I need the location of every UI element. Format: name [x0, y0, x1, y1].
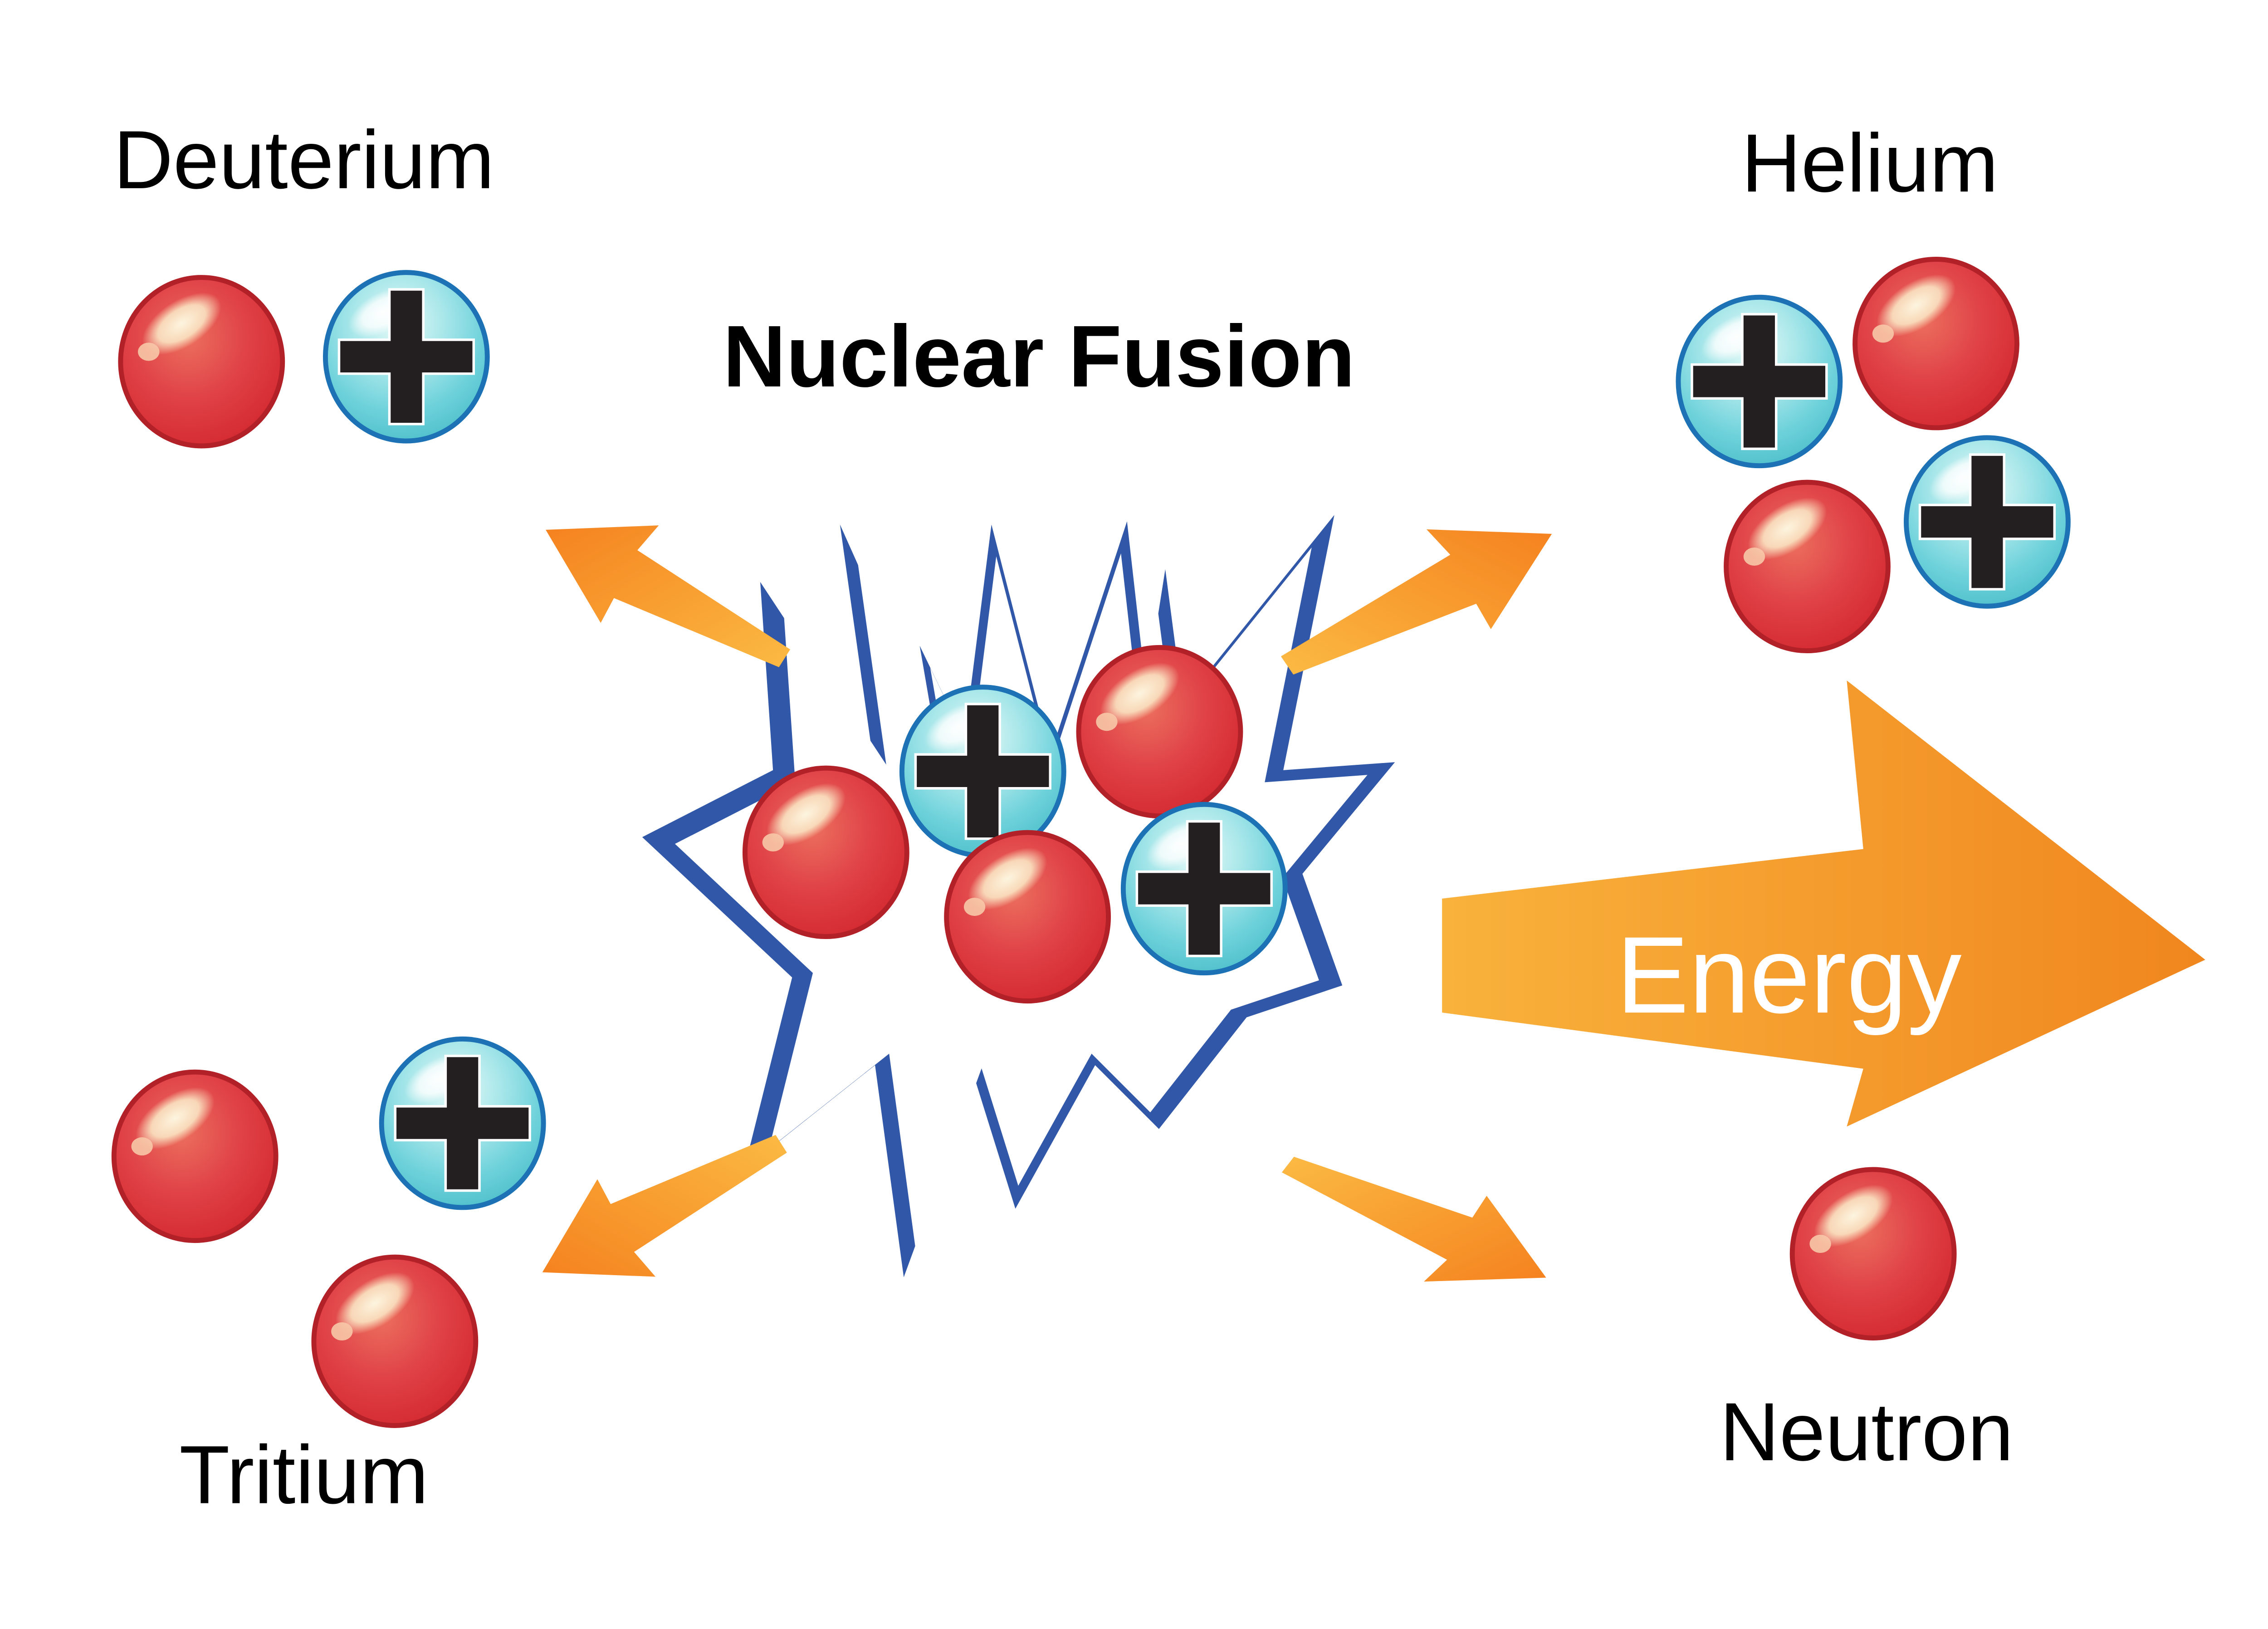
nuclear-fusion-diagram: Energy Deuterium Nuclear Fusion Helium T… [0, 73, 2268, 1556]
proton-sphere [1901, 433, 2073, 611]
energy-arrow [1442, 680, 2205, 1127]
proton-sphere [1673, 293, 1845, 471]
neutron-sphere [309, 1252, 481, 1431]
neutron-sphere [740, 763, 912, 942]
proton-sphere [376, 1034, 548, 1213]
ray-arrow-bottom-left-icon [542, 1135, 787, 1277]
proton-sphere [320, 268, 492, 446]
neutron-sphere [1787, 1165, 1959, 1343]
neutron-sphere [1850, 254, 2022, 433]
energy-label: Energy [1616, 913, 1962, 1036]
ray-arrow-top-left-icon [546, 525, 790, 668]
proton-sphere [1118, 800, 1290, 978]
helium-label: Helium [1741, 117, 1999, 210]
neutron-label: Neutron [1720, 1386, 2014, 1479]
deuterium-label: Deuterium [113, 114, 495, 207]
neutron-sphere [116, 273, 288, 451]
neutron-sphere [109, 1067, 281, 1246]
ray-arrow-bottom-right-icon [1281, 1157, 1546, 1282]
neutron-sphere [942, 828, 1114, 1006]
neutron-sphere [1074, 643, 1246, 821]
page-title: Nuclear Fusion [723, 309, 1355, 407]
tritium-label: Tritium [179, 1429, 429, 1522]
neutron-sphere [1721, 478, 1893, 656]
